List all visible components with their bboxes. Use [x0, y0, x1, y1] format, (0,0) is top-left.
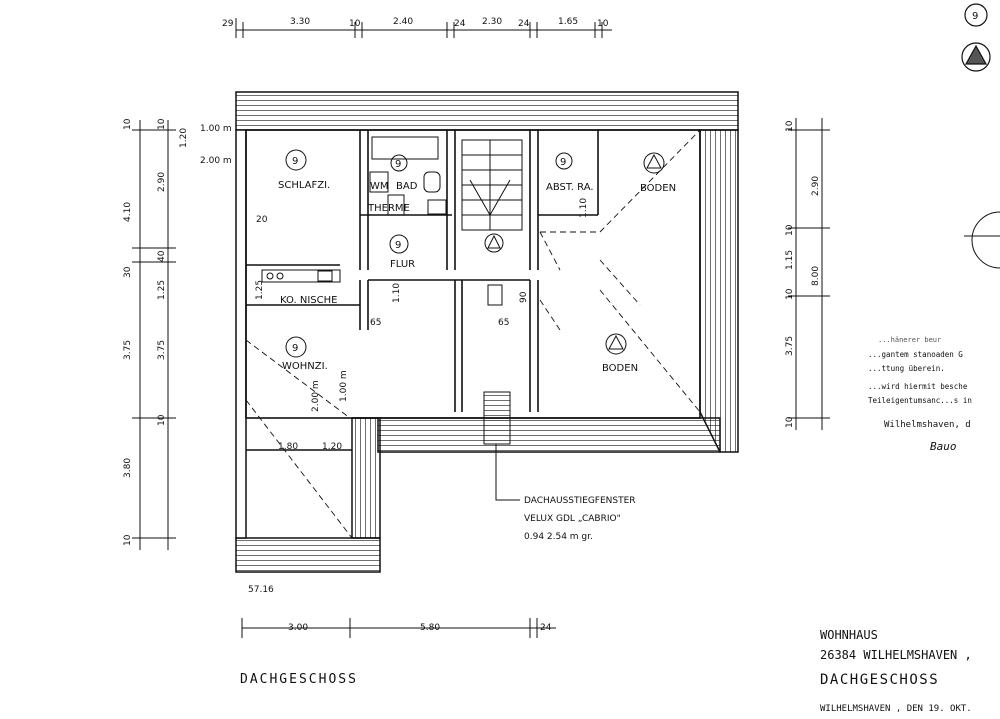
room-num-bad: 9: [395, 159, 401, 170]
right-dim-4: 8.00: [811, 266, 821, 286]
inner-dim-5: 1.10: [392, 283, 402, 303]
inner-dim-4: 1.25: [255, 280, 265, 300]
right-dim-0: 10: [785, 120, 795, 132]
title-block-line-4: WILHELMSHAVEN , DEN 19. OKT.: [820, 704, 972, 714]
right-dim-3: 1.15: [785, 250, 795, 270]
right-dim-6: 3.75: [785, 336, 795, 356]
right-dim-5: 10: [785, 288, 795, 300]
right-dimension-lines: [788, 118, 830, 430]
side-note-7: Bauo: [930, 440, 957, 453]
room-num-flur: 9: [395, 240, 401, 251]
left-dim-0: 10: [123, 118, 133, 130]
top-dim-8: 10: [597, 19, 609, 29]
left-dim-8: 3.80: [123, 458, 133, 478]
room-num-schlafzi: 9: [292, 156, 298, 167]
inner-dim-7: 90: [519, 291, 529, 303]
window-label-2: VELUX GDL „CABRIO": [524, 514, 621, 524]
side-note-4: ...wird hiermit besche: [868, 382, 968, 391]
staircase: [461, 139, 523, 231]
window-leader-line: [495, 444, 520, 501]
right-dim-1: 2.90: [811, 176, 821, 196]
side-note-1: ...hänerer beur: [878, 336, 942, 344]
side-note-6: Wilhelmshaven, d: [884, 420, 971, 430]
stamp-9: 9: [972, 11, 978, 22]
room-name-flur: FLUR: [390, 259, 415, 270]
room-name-therme: THERME: [367, 203, 410, 214]
room-name-kochnische: KO. NISCHE: [280, 295, 337, 306]
stamp-icons: [961, 3, 991, 72]
left-dimension-lines: [132, 120, 176, 550]
room-name-boden-1: BODEN: [640, 183, 676, 194]
bottom-dim-1: 5.80: [420, 623, 440, 633]
right-dim-7: 10: [785, 416, 795, 428]
room-num-wohnzi: 9: [292, 343, 298, 354]
side-note-3: ...ttung überein.: [868, 364, 945, 373]
top-dim-1: 3.30: [290, 17, 310, 27]
inner-dim-1: 1.20: [179, 128, 189, 148]
inner-dim-8: 65: [498, 318, 509, 328]
drawing-title: DACHGESCHOSS: [240, 672, 358, 687]
floor-area: 57.16: [248, 585, 274, 595]
left-dim-3: 40: [157, 250, 167, 262]
bathroom-fixtures: [369, 136, 447, 216]
inner-dim-9: 1.10: [579, 198, 589, 218]
partial-section-marker: [971, 211, 1000, 269]
left-dim-11: 10: [157, 118, 167, 130]
roof-outline: [235, 91, 739, 573]
kitchen-counter: [261, 269, 503, 306]
room-name-wohnzi: WOHNZI.: [282, 361, 328, 372]
left-dim-9: 10: [157, 414, 167, 426]
side-note-2: ...gantem stanoaden G: [868, 350, 963, 359]
left-dim-4: 30: [123, 266, 133, 278]
roof-slope-lines: [245, 129, 701, 539]
window-label-1: DACHAUSSTIEGFENSTER: [524, 496, 636, 506]
inner-dim-12: 1.80: [278, 442, 298, 452]
inner-dim-13: 1.20: [322, 442, 342, 452]
top-dim-2: 10: [349, 19, 361, 29]
inner-dim-10: 2.00 m: [311, 380, 321, 412]
left-dim-1: 4.10: [123, 202, 133, 222]
inner-dim-0: 1.00 m: [200, 124, 232, 134]
room-name-boden-2: BODEN: [602, 363, 638, 374]
title-block-line-2: 26384 WILHELMSHAVEN ,: [820, 648, 972, 662]
side-note-5: Teileigentumsanc...s in: [868, 396, 972, 405]
top-dim-4: 24: [454, 19, 466, 29]
left-dim-10: 10: [123, 534, 133, 546]
window-label-3: 0.94 2.54 m gr.: [524, 532, 593, 542]
top-dim-0: 29: [222, 19, 234, 29]
inner-dim-2: 2.00 m: [200, 156, 232, 166]
room-name-abst: ABST. RA.: [546, 182, 594, 193]
top-dim-6: 24: [518, 19, 530, 29]
title-block-line-1: WOHNHAUS: [820, 628, 878, 642]
inner-dim-11: 1.00 m: [339, 370, 349, 402]
inner-dim-6: 65: [370, 318, 381, 328]
left-dim-2: 2.90: [157, 172, 167, 192]
top-dim-5: 2.30: [482, 17, 502, 27]
top-dim-3: 2.40: [393, 17, 413, 27]
bottom-dim-0: 3.00: [288, 623, 308, 633]
skylight-window: [483, 391, 511, 445]
inner-dim-3: 20: [256, 215, 268, 225]
top-dim-7: 1.65: [558, 17, 578, 27]
bottom-dimension-line: [241, 618, 556, 638]
right-dim-2: 10: [785, 224, 795, 236]
bottom-dim-2: 24: [540, 623, 552, 633]
top-dimension-line: [235, 18, 612, 38]
interior-walls: [245, 129, 701, 451]
left-dim-6: 3.75: [123, 340, 133, 360]
left-dim-7: 3.75: [157, 340, 167, 360]
title-block-line-3: DACHGESCHOSS: [820, 672, 940, 688]
left-dim-5: 1.25: [157, 280, 167, 300]
room-num-abst: 9: [560, 157, 566, 168]
room-markers: [285, 149, 665, 358]
room-name-bad: BAD: [396, 181, 418, 192]
room-name-wm: WM: [370, 181, 389, 192]
room-name-schlafzi: SCHLAFZI.: [278, 180, 330, 191]
